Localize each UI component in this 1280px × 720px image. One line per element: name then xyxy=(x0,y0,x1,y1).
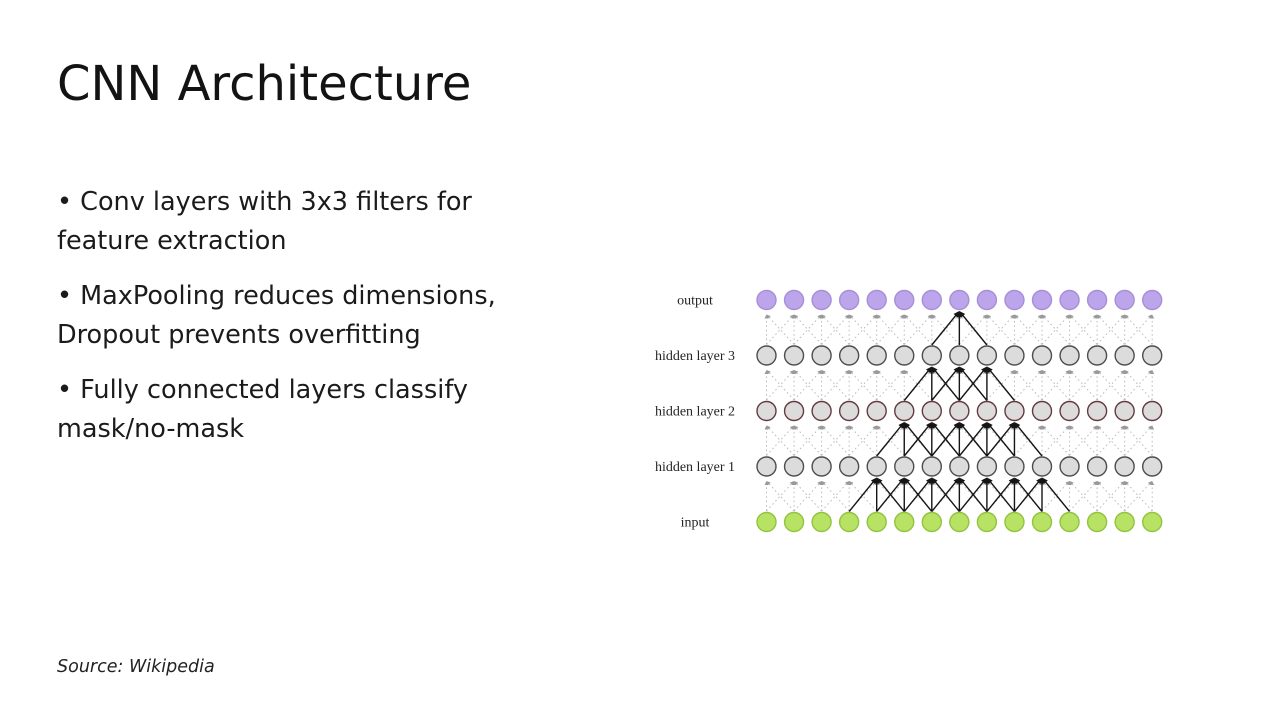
neuron-node xyxy=(783,345,805,366)
neuron-node xyxy=(949,289,970,311)
layer-label: hidden layer 2 xyxy=(655,405,735,420)
neuron-node xyxy=(976,400,998,422)
neuron-node xyxy=(838,400,860,422)
neuron-node xyxy=(1114,345,1135,366)
neuron-node xyxy=(756,289,777,311)
neuron-node xyxy=(921,289,942,311)
neuron-node xyxy=(1114,456,1135,477)
neuron-node xyxy=(1004,345,1025,366)
connections-gap-3 xyxy=(764,477,1155,512)
neuron-node xyxy=(1059,345,1080,366)
neuron-node xyxy=(1086,456,1108,477)
neuron-node xyxy=(1004,456,1025,477)
neuron-node xyxy=(811,345,832,366)
neuron-node xyxy=(1004,511,1025,533)
connections-gap-2 xyxy=(764,422,1155,457)
neuron-node xyxy=(1142,456,1163,477)
neuron-node xyxy=(1114,511,1135,533)
neuron-node xyxy=(949,511,970,533)
neuron-node xyxy=(838,511,860,533)
neuron-node xyxy=(949,400,970,422)
neuron-node xyxy=(921,345,942,366)
bullet-item-conv: • Conv layers with 3x3 filters for featu… xyxy=(57,187,472,256)
neuron-node xyxy=(949,456,970,477)
neuron-node xyxy=(894,400,915,422)
neuron-node xyxy=(1031,345,1053,366)
bullet-item-fc: • Fully connected layers classify mask/n… xyxy=(57,375,468,444)
slide-title: CNN Architecture xyxy=(57,56,472,112)
layer-row-hidden-layer-1: hidden layer 1 xyxy=(655,456,1163,477)
neuron-node xyxy=(783,400,805,422)
neuron-node xyxy=(756,345,777,366)
neuron-node xyxy=(1059,400,1080,422)
layer-label: output xyxy=(677,294,713,309)
bullet-list: • Conv layers with 3x3 filters for featu… xyxy=(57,183,657,465)
layer-row-input: input xyxy=(681,511,1163,533)
bullet-item-pooling: • MaxPooling reduces dimensions, Dropout… xyxy=(57,281,496,350)
neuron-node xyxy=(976,345,998,366)
neuron-node xyxy=(756,400,777,422)
neuron-node xyxy=(783,456,805,477)
neuron-node xyxy=(811,400,832,422)
layer-label: hidden layer 1 xyxy=(655,460,735,475)
connections-gap-0 xyxy=(764,311,1155,346)
neuron-node xyxy=(838,456,860,477)
neuron-node xyxy=(783,289,805,311)
neuron-node xyxy=(1031,511,1053,533)
neuron-node xyxy=(1031,400,1053,422)
neuron-node xyxy=(1142,289,1163,311)
neuron-node xyxy=(811,511,832,533)
neural-network-diagram: output hidden layer 3 hidden layer 2 hidden… xyxy=(655,289,1163,533)
neuron-node xyxy=(1059,511,1080,533)
neuron-node xyxy=(1142,345,1163,366)
neuron-node xyxy=(1059,456,1080,477)
neuron-node xyxy=(1086,345,1108,366)
neuron-node xyxy=(976,456,998,477)
neuron-node xyxy=(838,345,860,366)
neuron-node xyxy=(1004,289,1025,311)
neuron-node xyxy=(811,289,832,311)
neuron-node xyxy=(1086,400,1108,422)
neuron-node xyxy=(894,289,915,311)
neuron-node xyxy=(1114,289,1135,311)
source-attribution: Source: Wikipedia xyxy=(57,657,215,677)
neuron-node xyxy=(1142,511,1163,533)
neuron-node xyxy=(783,511,805,533)
neuron-node xyxy=(976,289,998,311)
neuron-node xyxy=(921,400,942,422)
neuron-node xyxy=(1031,456,1053,477)
neuron-node xyxy=(866,400,887,422)
neuron-node xyxy=(838,289,860,311)
layer-row-output: output xyxy=(677,289,1163,311)
neuron-node xyxy=(1004,400,1025,422)
neuron-node xyxy=(1031,289,1053,311)
neuron-node xyxy=(894,345,915,366)
neuron-node xyxy=(756,511,777,533)
neuron-node xyxy=(1086,511,1108,533)
neuron-node xyxy=(866,511,887,533)
neuron-node xyxy=(921,511,942,533)
neuron-node xyxy=(976,511,998,533)
layer-label: hidden layer 3 xyxy=(655,349,735,364)
neuron-node xyxy=(1059,289,1080,311)
neuron-node xyxy=(1142,400,1163,422)
connections-gap-1 xyxy=(764,366,1155,401)
neuron-node xyxy=(1086,289,1108,311)
neuron-node xyxy=(894,511,915,533)
neuron-node xyxy=(866,456,887,477)
neuron-node xyxy=(866,289,887,311)
layer-label: input xyxy=(681,516,710,531)
layer-row-hidden-layer-3: hidden layer 3 xyxy=(655,345,1163,366)
neuron-node xyxy=(894,456,915,477)
neuron-node xyxy=(921,456,942,477)
neuron-node xyxy=(949,345,970,366)
neuron-node xyxy=(866,345,887,366)
neuron-node xyxy=(1114,400,1135,422)
neuron-node xyxy=(756,456,777,477)
layer-row-hidden-layer-2: hidden layer 2 xyxy=(655,400,1163,422)
neuron-node xyxy=(811,456,832,477)
